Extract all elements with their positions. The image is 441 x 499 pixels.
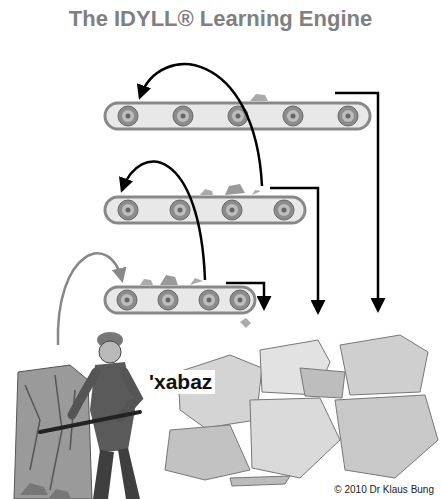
return-arrow <box>140 64 262 186</box>
output-arrow <box>335 93 378 310</box>
rock-pile <box>165 335 438 486</box>
conveyor-belt <box>105 184 305 223</box>
sound-label: 'xabaz <box>146 370 215 394</box>
return-arrow <box>122 162 205 280</box>
output-arrow <box>226 283 264 308</box>
diagram-title: The IDYLL® Learning Engine <box>69 6 372 32</box>
rock-wall <box>14 365 92 499</box>
worker-figure <box>40 332 140 499</box>
output-arrow <box>270 188 318 312</box>
throw-arrow <box>58 253 122 345</box>
copyright-note: © 2010 Dr Klaus Bung <box>332 484 436 495</box>
